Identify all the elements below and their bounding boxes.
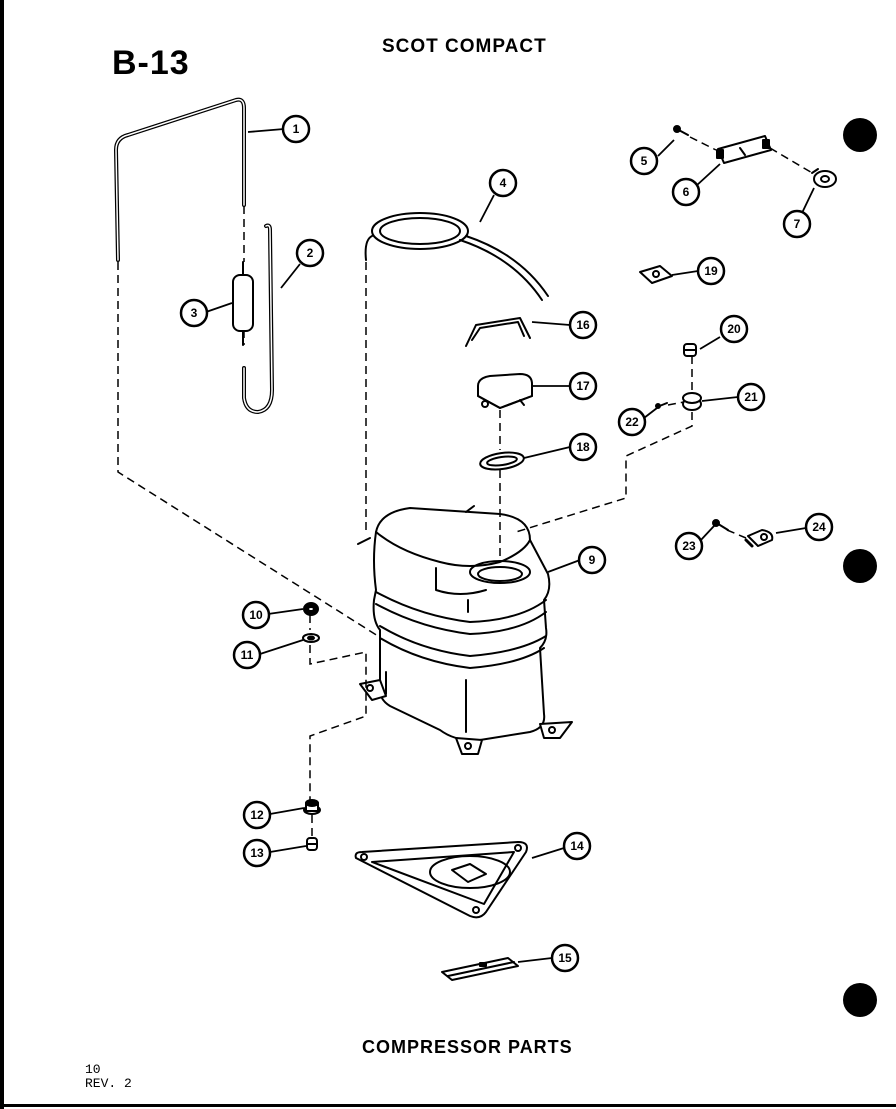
part-block-19 [639, 265, 673, 284]
model-title: SCOT COMPACT [382, 36, 547, 57]
callout-4: 4 [488, 168, 518, 198]
callout-3: 3 [179, 298, 209, 328]
part-base-plate [354, 841, 528, 919]
svg-text:10: 10 [249, 608, 263, 622]
svg-text:2: 2 [307, 246, 314, 260]
callout-12: 12 [242, 800, 272, 830]
callout-group: 1 2 3 4 5 6 7 [179, 114, 834, 973]
callout-16: 16 [568, 310, 598, 340]
part-spacer-13 [306, 837, 318, 851]
callout-5: 5 [629, 146, 659, 176]
part-screw-5 [673, 125, 689, 136]
svg-text:12: 12 [250, 808, 264, 822]
svg-text:22: 22 [625, 415, 639, 429]
svg-text:15: 15 [558, 951, 572, 965]
svg-text:5: 5 [641, 154, 648, 168]
callout-23: 23 [674, 531, 704, 561]
svg-text:19: 19 [704, 264, 718, 278]
part-nut-10 [303, 602, 319, 616]
part-washer-11 [302, 633, 320, 643]
callout-11: 11 [232, 640, 262, 670]
leader-lines [205, 128, 815, 963]
part-clamp-24 [744, 529, 774, 548]
revision-label: REV. 2 [85, 1076, 132, 1091]
part-bracket-6 [716, 135, 772, 164]
part-strainer [232, 261, 254, 346]
svg-text:23: 23 [682, 539, 696, 553]
callout-6: 6 [671, 177, 701, 207]
svg-text:1: 1 [293, 122, 300, 136]
svg-text:4: 4 [500, 176, 507, 190]
part-terminal-cover [477, 373, 533, 409]
callout-21: 21 [736, 382, 766, 412]
left-border [0, 0, 4, 1109]
part-grommet-20 [683, 343, 697, 357]
svg-text:21: 21 [744, 390, 758, 404]
page-number: 10 [85, 1062, 101, 1077]
svg-text:9: 9 [589, 553, 596, 567]
svg-text:17: 17 [576, 379, 590, 393]
part-screw-22 [655, 402, 668, 409]
svg-text:7: 7 [794, 217, 801, 231]
svg-text:24: 24 [812, 520, 826, 534]
binder-hole-top [843, 118, 877, 152]
svg-text:6: 6 [683, 185, 690, 199]
binder-hole-bottom [843, 983, 877, 1017]
part-screw-23 [712, 519, 729, 531]
callout-15: 15 [550, 943, 580, 973]
binder-hole-middle [843, 549, 877, 583]
callout-24: 24 [804, 512, 834, 542]
part-tube-2 [242, 223, 274, 414]
svg-text:18: 18 [576, 440, 590, 454]
part-coil-tube [364, 212, 549, 301]
svg-text:20: 20 [727, 322, 741, 336]
diagram-caption: COMPRESSOR PARTS [362, 1037, 573, 1057]
svg-text:3: 3 [191, 306, 198, 320]
svg-text:13: 13 [250, 846, 264, 860]
callout-10: 10 [241, 600, 271, 630]
callout-9: 9 [577, 545, 607, 575]
part-gasket [479, 451, 525, 471]
svg-text:16: 16 [576, 318, 590, 332]
callout-2: 2 [295, 238, 325, 268]
callout-17: 17 [568, 371, 598, 401]
callout-20: 20 [719, 314, 749, 344]
part-spring-clip [465, 317, 531, 347]
part-nut-21 [682, 392, 702, 411]
callout-19: 19 [696, 256, 726, 286]
callout-1: 1 [281, 114, 311, 144]
bottom-border [0, 1104, 896, 1107]
part-grommet-12 [303, 799, 321, 815]
part-clamp-7 [811, 168, 837, 188]
callout-14: 14 [562, 831, 592, 861]
part-discharge-tube [114, 97, 246, 262]
callout-22: 22 [617, 407, 647, 437]
svg-text:11: 11 [241, 648, 254, 662]
callout-13: 13 [242, 838, 272, 868]
callout-7: 7 [782, 209, 812, 239]
part-compressor [357, 505, 573, 755]
callout-18: 18 [568, 432, 598, 462]
assembly-lines [117, 136, 815, 838]
part-strip-15 [441, 957, 519, 981]
svg-text:14: 14 [570, 839, 584, 853]
page-code: B-13 [112, 44, 190, 82]
